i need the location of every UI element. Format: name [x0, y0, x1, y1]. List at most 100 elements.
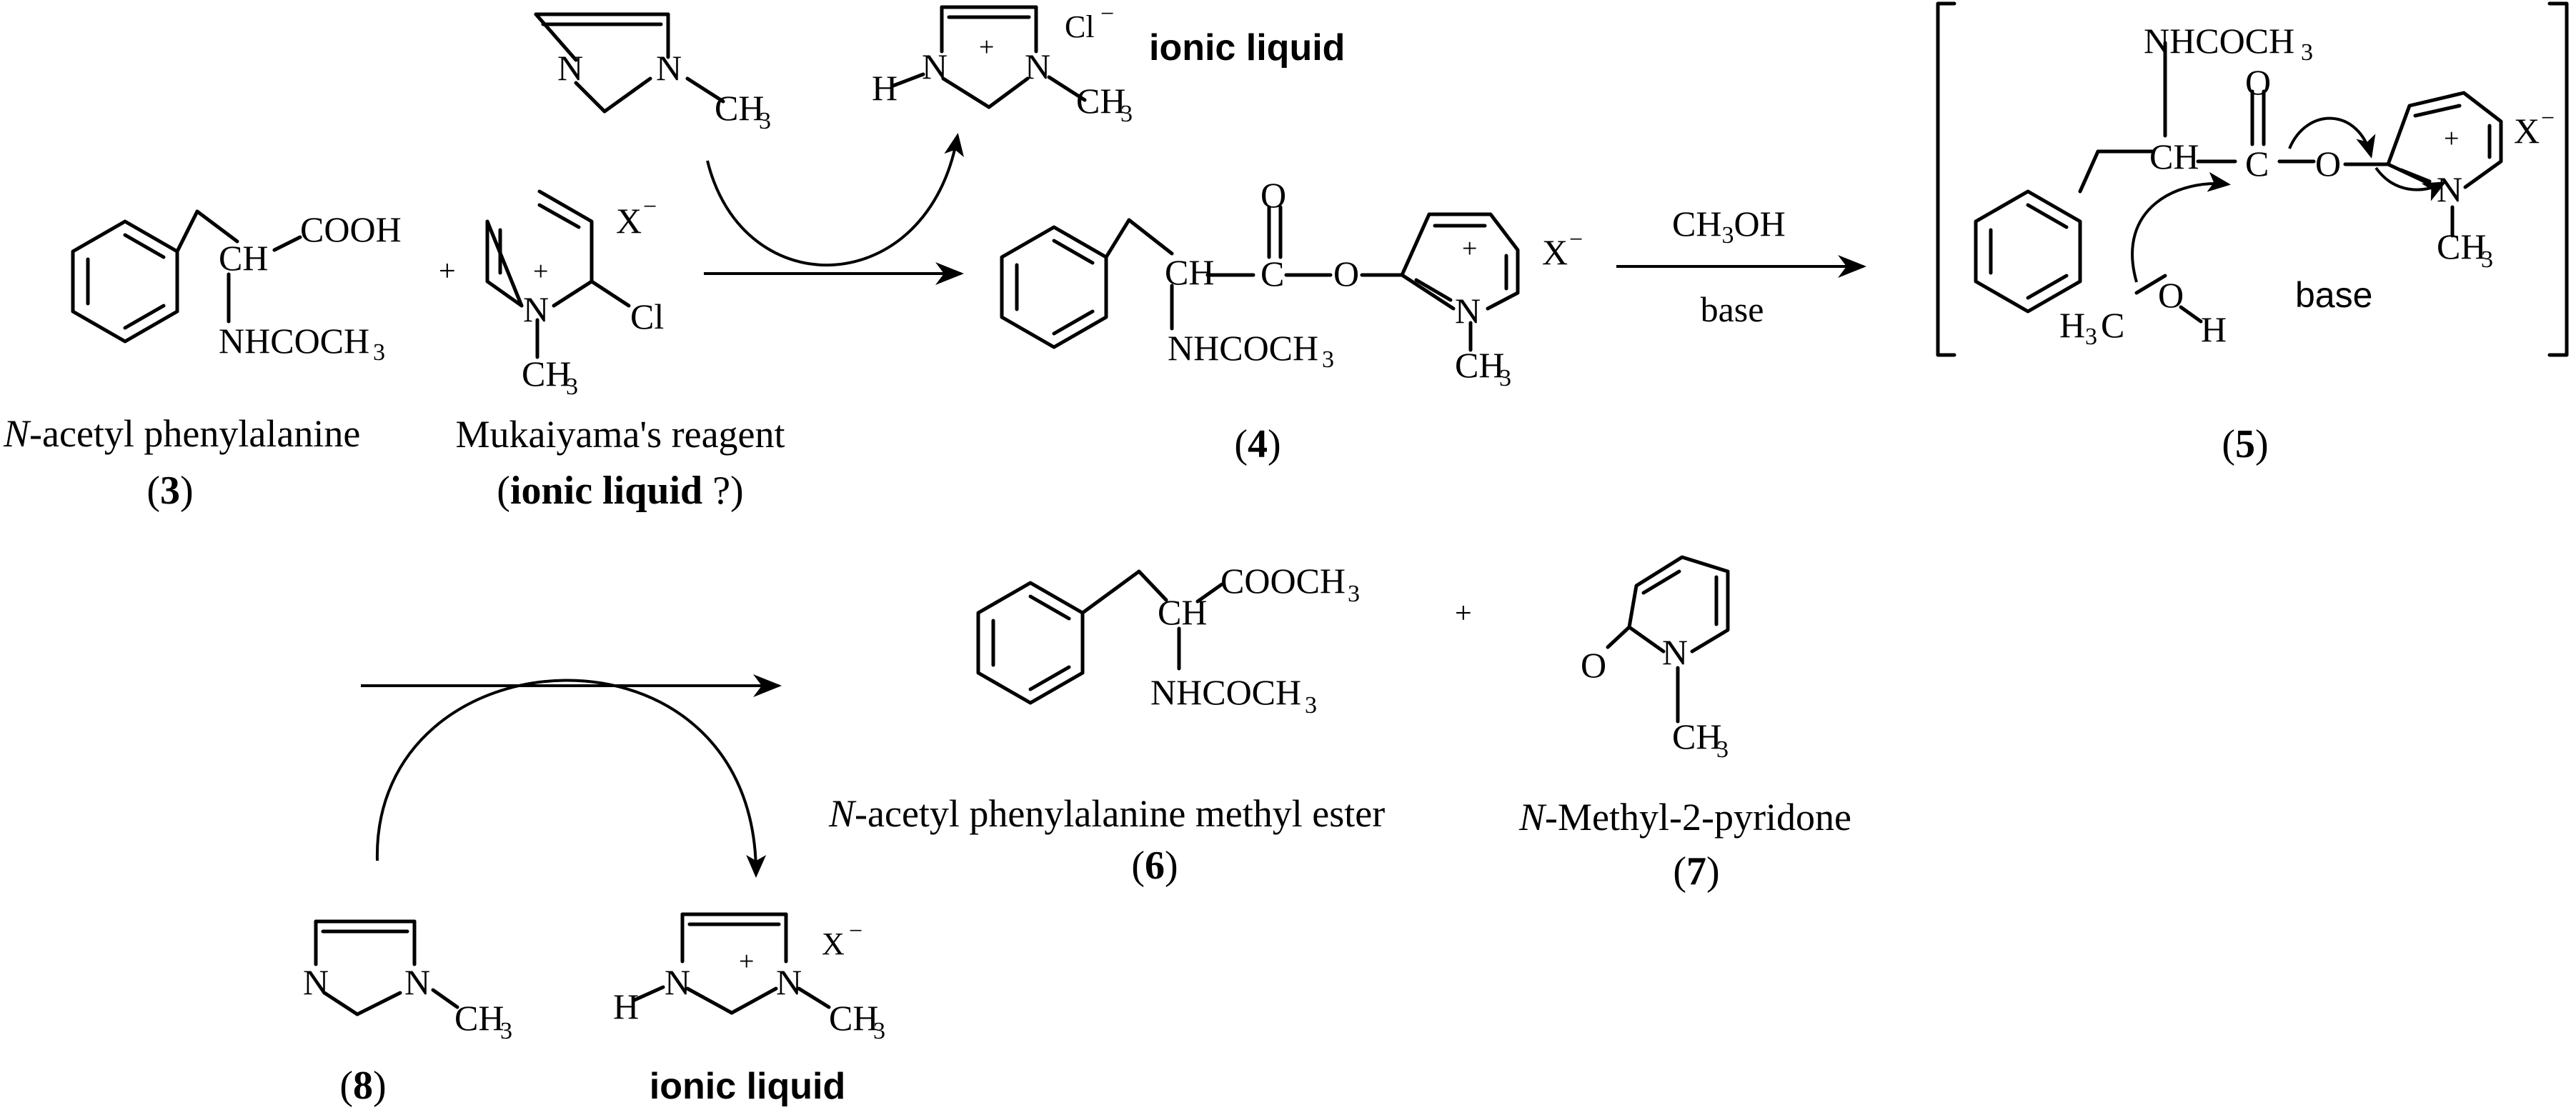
- curved-arrow-top: [706, 133, 964, 267]
- methyl-subscript: 3: [759, 108, 771, 134]
- plus-sign: +: [1455, 597, 1472, 630]
- ring-n: N: [776, 962, 802, 1002]
- compound-4-number: (4): [1234, 422, 1280, 466]
- charge-minus: −: [2541, 105, 2555, 131]
- methanol-h: H: [2059, 305, 2085, 345]
- compound-8-number: (8): [339, 1064, 386, 1108]
- group-subscript: 3: [1322, 346, 1334, 373]
- ring-n: N: [523, 289, 549, 329]
- methylimidazole-top: N N CH 3: [534, 12, 771, 134]
- intermediate-5: NHCOCH 3 CH C O O N + CH 3 X − H 3 C O H…: [1936, 1, 2569, 357]
- compound-6-name: N-acetyl phenylalanine methyl ester: [828, 792, 1385, 835]
- counterion-x: X: [2514, 111, 2540, 151]
- methyl-subscript: 3: [2481, 246, 2493, 273]
- compound-7-name: N-Methyl-2-pyridone: [1518, 796, 1851, 839]
- ring-n: N: [665, 962, 690, 1002]
- charge-plus: +: [739, 946, 754, 976]
- compound-7: O N CH 3: [1581, 555, 1730, 763]
- intermediate-5-number: (5): [2222, 422, 2268, 466]
- plus-sign: +: [439, 255, 456, 288]
- carbonyl-o: O: [2245, 62, 2271, 102]
- counterion-x: X: [616, 201, 642, 241]
- group-nhcoch: NHCOCH: [1150, 672, 1301, 712]
- methyl-ch: CH: [1672, 716, 1721, 756]
- charge-minus: −: [849, 918, 862, 944]
- group-nhcoch: NHCOCH: [2144, 21, 2294, 61]
- curved-arrow-leaving: [2288, 116, 2376, 159]
- ester-o: O: [1333, 254, 1359, 294]
- group-ch: CH: [1165, 252, 1214, 292]
- compound-8: N N CH 3: [303, 919, 512, 1044]
- methanol-subscript: 3: [2085, 324, 2097, 350]
- ester-o: O: [2315, 144, 2341, 184]
- ionic-liquid-label-bottom: ionic liquid: [650, 1066, 845, 1107]
- curved-arrow-pyridinium: [2374, 166, 2447, 201]
- compound-4: CH C O O NHCOCH 3 N + CH 3 X −: [1000, 175, 1583, 391]
- methyl-ch: CH: [1455, 345, 1504, 385]
- carbonyl-c: C: [1260, 254, 1284, 294]
- condition-base: base: [1701, 289, 1764, 329]
- ionic-liquid-label-top: ionic liquid: [1149, 27, 1345, 69]
- group-coocch: COOCH: [1220, 561, 1346, 601]
- curved-arrow-bottom: [375, 679, 767, 878]
- group-subscript: 3: [2301, 39, 2313, 66]
- group-nhcoch: NHCOCH: [1168, 328, 1318, 368]
- carbonyl-o: O: [1260, 175, 1286, 215]
- right-bracket: [2547, 1, 2569, 357]
- atom-n: N: [922, 46, 948, 86]
- methyl-subscript: 3: [1120, 101, 1133, 127]
- ring-n: N: [1455, 291, 1481, 331]
- charge-minus: −: [1569, 226, 1583, 253]
- ring-n: N: [303, 962, 329, 1002]
- methyl-subscript: 3: [1499, 365, 1511, 391]
- methyl-ch: CH: [829, 998, 878, 1038]
- charge-minus: −: [643, 194, 657, 220]
- compound-6: CH COOCH 3 NHCOCH 3: [976, 561, 1360, 719]
- charge-plus: +: [2444, 124, 2459, 154]
- ring-n: N: [404, 962, 430, 1002]
- charge-plus: +: [1462, 234, 1477, 264]
- base-label: base: [2295, 275, 2372, 315]
- group-subscript: 3: [373, 339, 385, 366]
- atom-n: N: [656, 48, 682, 88]
- ring-n: N: [1662, 632, 1688, 672]
- carbonyl-c: C: [2245, 144, 2269, 184]
- condition-methanol: CH3OH: [1672, 204, 1786, 249]
- group-nhcoch: NHCOCH: [219, 321, 369, 361]
- compound-3-number: (3): [146, 469, 193, 513]
- methanol-o: O: [2158, 275, 2184, 315]
- carbonyl-o: O: [1581, 645, 1606, 685]
- curved-arrow-attack: [2131, 171, 2231, 283]
- atom-h: H: [872, 68, 897, 108]
- ring-n: N: [2437, 169, 2462, 209]
- atom-n: N: [1025, 46, 1050, 86]
- group-ch: CH: [2149, 136, 2199, 176]
- counterion-x: X: [1542, 232, 1568, 272]
- methanol-c: C: [2101, 305, 2124, 345]
- compound-7-number: (7): [1673, 849, 1719, 894]
- methyl-ch: CH: [522, 354, 571, 394]
- counterion-x: X: [822, 926, 845, 961]
- group-subscript: 3: [1348, 581, 1360, 607]
- chloride-cl: Cl: [1065, 9, 1095, 44]
- methyl-ch: CH: [715, 88, 764, 128]
- methyl-ch: CH: [2437, 226, 2486, 266]
- methyl-ch: CH: [454, 998, 504, 1038]
- group-ch: CH: [219, 238, 268, 278]
- compound-3-name: N-acetyl phenylalanine: [3, 412, 360, 455]
- methyl-subscript: 3: [873, 1018, 885, 1044]
- charge-plus: +: [979, 32, 994, 62]
- imidazolium-bottom: H N + N CH 3 X −: [613, 912, 885, 1044]
- methyl-subscript: 3: [500, 1018, 512, 1044]
- compound-3: CH COOH NHCOCH 3: [71, 209, 402, 366]
- chlorine: Cl: [630, 296, 664, 336]
- atom-h: H: [613, 986, 639, 1026]
- group-cooh: COOH: [300, 209, 402, 249]
- charge-minus: −: [1100, 1, 1114, 27]
- left-bracket: [1936, 1, 1956, 357]
- methyl-subscript: 3: [566, 374, 578, 400]
- methanol-h: H: [2201, 309, 2227, 349]
- methyl-ch: CH: [1076, 81, 1125, 121]
- group-subscript: 3: [1305, 692, 1317, 719]
